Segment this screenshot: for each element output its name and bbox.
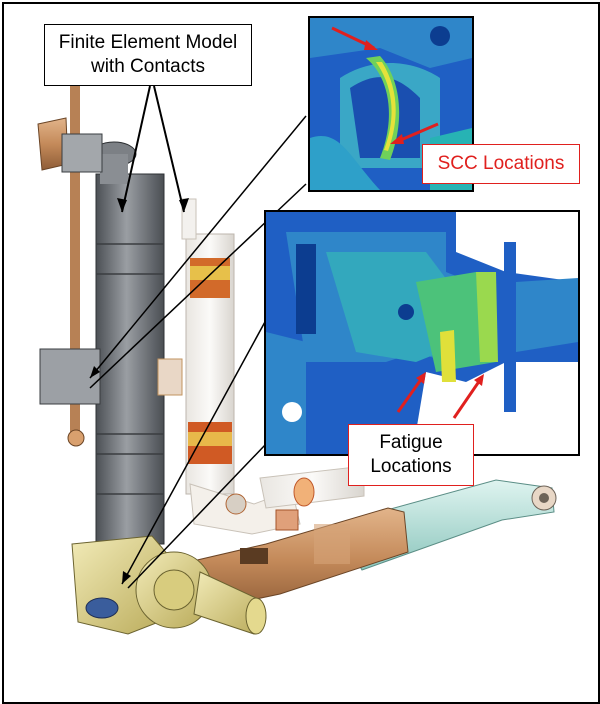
strut-upper-section [100, 154, 128, 184]
fatigue-label-line1: Fatigue [379, 432, 443, 453]
fatigue-label: Fatigue Locations [348, 424, 474, 486]
fem-label: Finite Element Model with Contacts [44, 24, 252, 86]
callout-line-scc [89, 115, 307, 379]
landing-gear-diagram [37, 84, 557, 635]
callout-line-fatigue [121, 319, 267, 585]
fatigue-fe-inset [264, 210, 580, 456]
side-brace-rod [70, 84, 80, 444]
scc-label: SCC Locations [422, 144, 580, 184]
fatigue-contour-plot [266, 212, 578, 454]
fatigue-label-line2: Locations [370, 456, 452, 477]
fatigue-arrow-left [396, 377, 424, 413]
fem-label-line1: Finite Element Model [58, 32, 238, 53]
fatigue-arrow-right [452, 379, 482, 419]
callout-line-fem-1 [121, 85, 151, 213]
main-strut-cylinder [95, 173, 165, 565]
scc-label-text: SCC Locations [437, 153, 565, 174]
fem-label-line2: with Contacts [90, 56, 206, 77]
strut-mid-fitting [39, 348, 101, 405]
callout-line-fem-2 [153, 85, 185, 213]
